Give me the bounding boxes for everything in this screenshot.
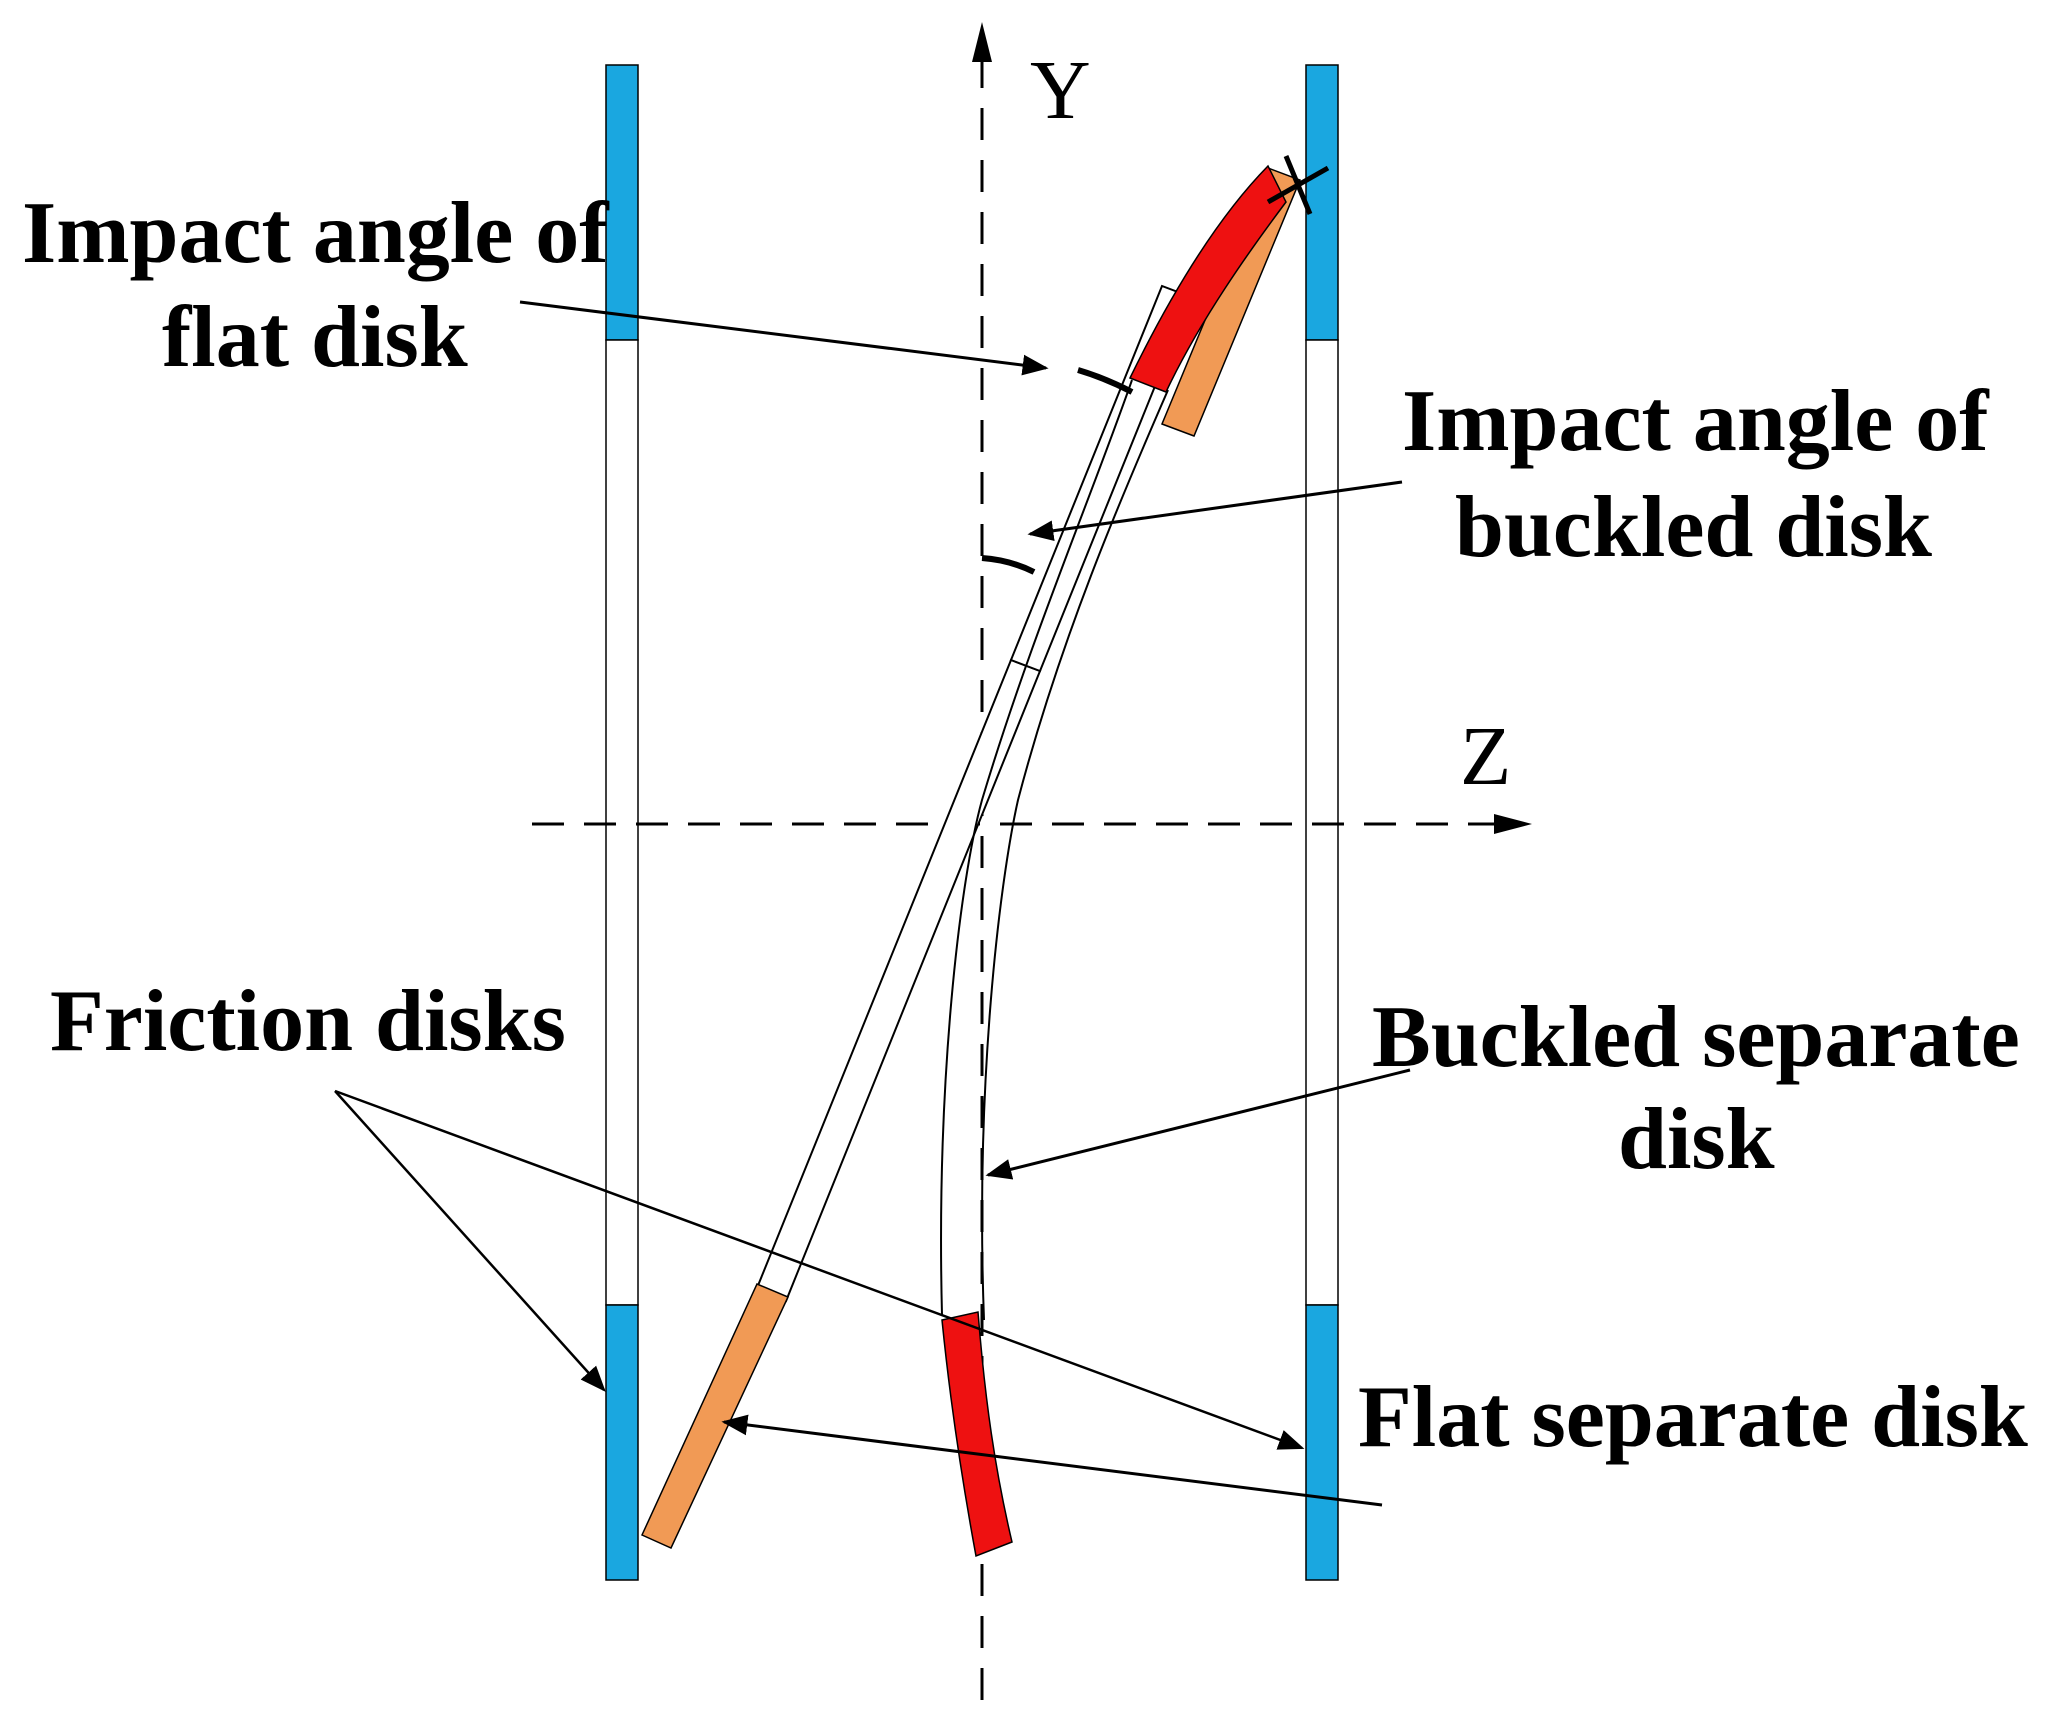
buckled-disk-end-bottom — [941, 1311, 1013, 1558]
flat-disk-body — [755, 658, 1042, 1303]
label-buckled-separate-line2: disk — [1618, 1091, 1775, 1188]
y-axis-label: Y — [1030, 44, 1091, 137]
friction-disk-left-bottom — [605, 1304, 639, 1581]
label-flat-separate-disk: Flat separate disk — [1358, 1369, 2028, 1466]
buckled-disk-edge-right — [981, 389, 1169, 1321]
friction-disk-right-top — [1305, 64, 1339, 341]
z-axis-label: Z — [1460, 710, 1511, 803]
impact-angle-flat-arc — [1077, 367, 1134, 395]
leader-friction-right — [334, 1089, 1305, 1450]
leader-friction-left — [334, 1090, 606, 1392]
label-friction-disks: Friction disks — [50, 973, 566, 1070]
buckled-disk-end-top — [1128, 164, 1287, 393]
friction-disk-right — [1305, 64, 1339, 1581]
buckled-separate-disk — [940, 164, 1287, 1558]
label-impact-buckled-line1: Impact angle of — [1402, 373, 1990, 470]
label-impact-buckled-line2: buckled disk — [1455, 479, 1932, 576]
leader-impact-flat — [519, 300, 1049, 376]
buckled-disk-edge-left — [940, 379, 1133, 1316]
friction-disk-right-bottom — [1305, 1304, 1339, 1581]
leader-impact-buckled — [1027, 480, 1403, 542]
label-buckled-separate-line1: Buckled separate — [1372, 989, 2020, 1086]
impact-angle-buckled-arc — [981, 555, 1036, 575]
label-impact-flat-line2: flat disk — [162, 289, 468, 386]
friction-disk-left-top — [605, 64, 639, 341]
pivot-cross-mark — [1266, 155, 1330, 215]
flat-disk-end-bottom — [641, 1283, 790, 1549]
friction-disk-left — [605, 64, 639, 1581]
leader-flat-separate — [721, 1414, 1383, 1507]
label-impact-flat-line1: Impact angle of — [22, 185, 610, 282]
leader-buckled-separate — [985, 1068, 1411, 1180]
y-axis-arrowhead — [972, 22, 992, 62]
z-axis-arrowhead — [1494, 814, 1532, 834]
